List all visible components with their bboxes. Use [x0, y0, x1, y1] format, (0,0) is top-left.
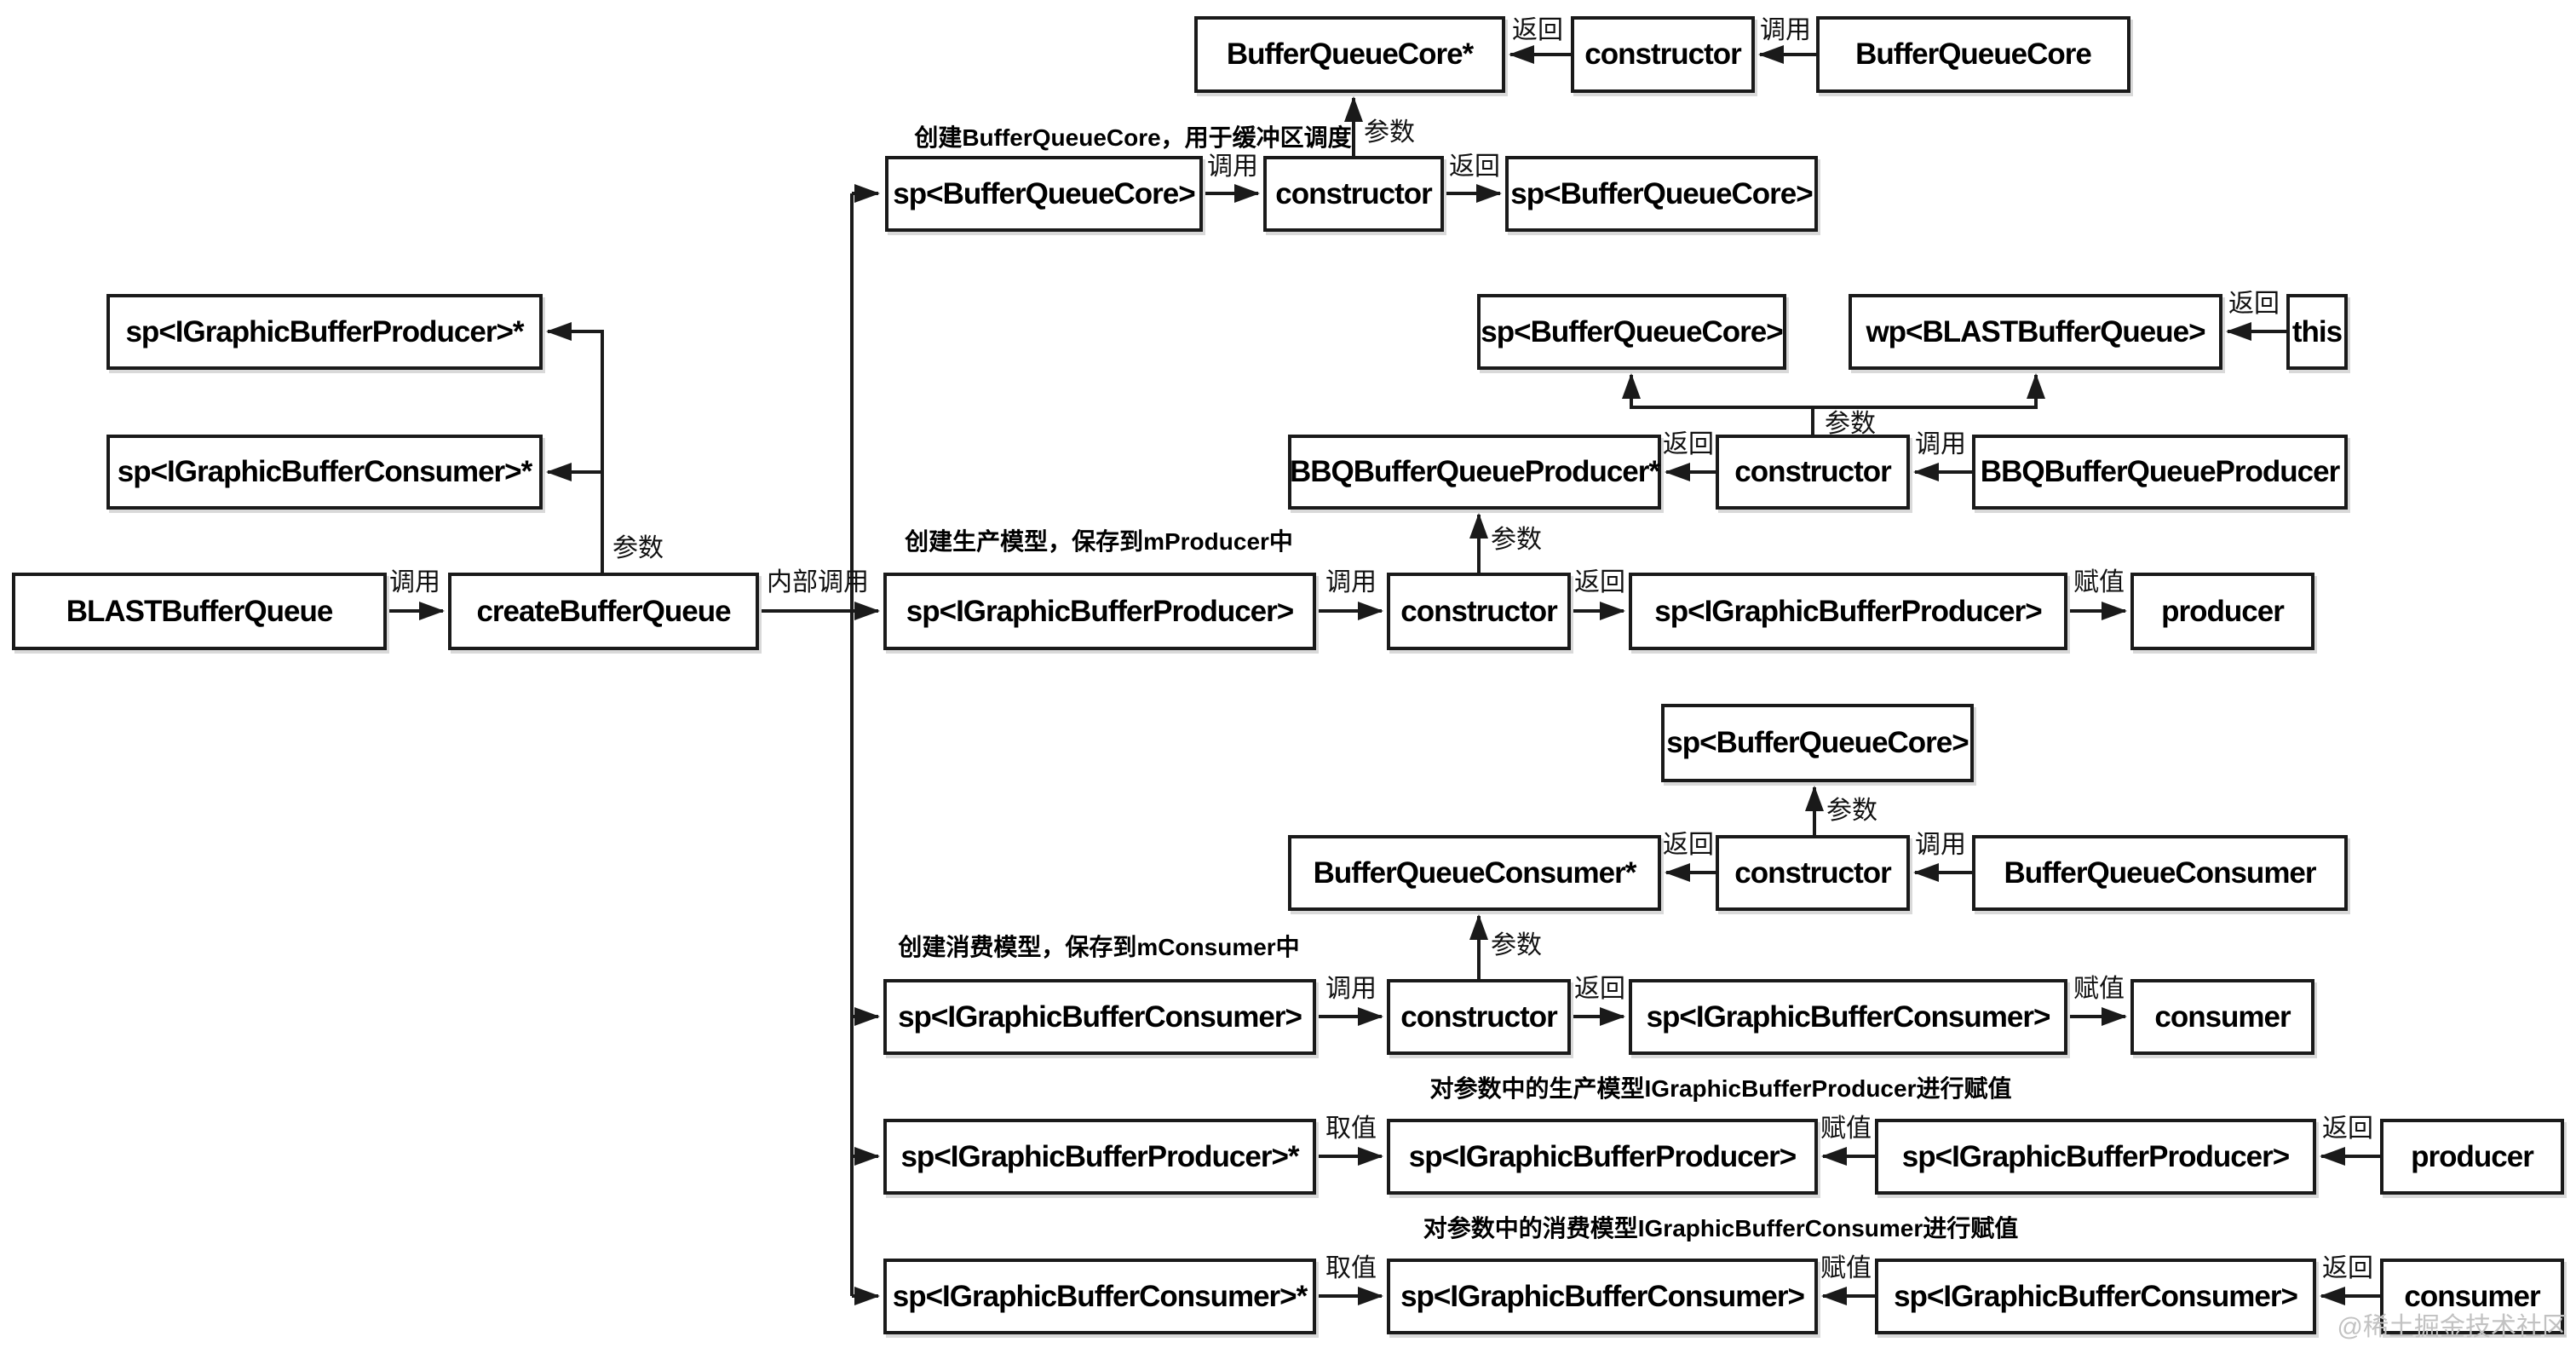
- edge-label-return: 返回: [1512, 16, 1563, 44]
- box-sp-igraphicbufferconsumer-j1: sp<IGraphicBufferConsumer>*: [883, 1259, 1316, 1334]
- edge-label-return: 返回: [1663, 430, 1714, 458]
- watermark: @稀土掘金技术社区: [2337, 1313, 2567, 1341]
- annotation-assign-producer: 对参数中的生产模型IGraphicBufferProducer进行赋值: [1429, 1075, 2012, 1102]
- box-sp-igraphicbufferproducer-e1: sp<IGraphicBufferProducer>: [883, 573, 1316, 650]
- edge-label-assign: 赋值: [1820, 1115, 1872, 1143]
- box-bufferqueueconsumer: BufferQueueConsumer: [1972, 835, 2348, 911]
- box-sp-igraphicbufferconsumer-h2: sp<IGraphicBufferConsumer>: [1629, 979, 2067, 1055]
- edge-label-call: 调用: [1915, 831, 1966, 859]
- edge-label-param: 参数: [1826, 797, 1877, 825]
- box-bufferqueueconsumer-star: BufferQueueConsumer*: [1288, 835, 1661, 911]
- annotation-assign-consumer: 对参数中的消费模型IGraphicBufferConsumer进行赋值: [1423, 1215, 2019, 1241]
- edge-label-call: 调用: [1325, 975, 1377, 1003]
- box-sp-igraphicbufferconsumer-j3: sp<IGraphicBufferConsumer>: [1875, 1259, 2316, 1334]
- box-sp-igraphicbufferconsumer-h1: sp<IGraphicBufferConsumer>: [883, 979, 1316, 1055]
- box-constructor-d: constructor: [1716, 435, 1910, 510]
- box-sp-igraphicbufferproducer-i3: sp<IGraphicBufferProducer>: [1875, 1119, 2316, 1195]
- box-this: this: [2286, 294, 2348, 370]
- edge-label-param: 参数: [1491, 526, 1542, 554]
- box-sp-bufferqueuecore-1: sp<BufferQueueCore>: [885, 156, 1203, 232]
- box-sp-bufferqueuecore-f: sp<BufferQueueCore>: [1661, 704, 1974, 782]
- edge-label-assign: 赋值: [2073, 568, 2125, 596]
- annotation-create-consumer: 创建消费模型，保存到mConsumer中: [898, 934, 1300, 960]
- box-bufferqueuecore: BufferQueueCore: [1816, 16, 2130, 93]
- edge-label-call: 调用: [389, 568, 440, 596]
- box-bufferqueuecore-star: BufferQueueCore*: [1194, 16, 1505, 93]
- box-sp-igraphicbufferproducer-i2: sp<IGraphicBufferProducer>: [1387, 1119, 1818, 1195]
- edge-label-assign: 赋值: [2073, 975, 2125, 1003]
- edge-label-return: 返回: [1574, 568, 1625, 596]
- edge-label-param: 参数: [1364, 118, 1415, 147]
- edge-label-param: 参数: [1825, 410, 1876, 438]
- box-sp-igraphicbufferproducer-e2: sp<IGraphicBufferProducer>: [1629, 573, 2067, 650]
- box-constructor-a: constructor: [1571, 16, 1755, 93]
- edge-label-call: 调用: [1207, 153, 1258, 181]
- box-producer-i: producer: [2380, 1119, 2564, 1195]
- box-producer-e: producer: [2130, 573, 2314, 650]
- box-sp-igraphicbufferconsumer-j2: sp<IGraphicBufferConsumer>: [1387, 1259, 1818, 1334]
- box-sp-bufferqueuecore-c: sp<BufferQueueCore>: [1477, 294, 1786, 370]
- box-sp-igraphicbufferproducer-i1: sp<IGraphicBufferProducer>*: [883, 1119, 1316, 1195]
- edge-label-return: 返回: [2322, 1115, 2373, 1143]
- box-sp-igraphicbufferconsumer-ptr: sp<IGraphicBufferConsumer>*: [106, 435, 543, 510]
- box-wp-blastbufferqueue: wp<BLASTBufferQueue>: [1849, 294, 2222, 370]
- edge-label-param: 参数: [1491, 931, 1542, 959]
- edge-label-call: 调用: [1325, 568, 1377, 596]
- box-sp-igraphicbufferproducer-ptr: sp<IGraphicBufferProducer>*: [106, 294, 543, 370]
- annotation-create-bufferqueuecore: 创建BufferQueueCore，用于缓冲区调度: [914, 124, 1352, 151]
- box-constructor-b: constructor: [1263, 156, 1444, 232]
- box-constructor-h: constructor: [1387, 979, 1571, 1055]
- edge-label-assign: 赋值: [1820, 1254, 1872, 1282]
- edge-label-get: 取值: [1325, 1254, 1377, 1282]
- edge-label-return: 返回: [1449, 153, 1500, 181]
- box-bbqbufferqueueproducer: BBQBufferQueueProducer: [1972, 435, 2348, 510]
- box-blastbufferqueue: BLASTBufferQueue: [12, 573, 387, 650]
- box-constructor-e: constructor: [1387, 573, 1571, 650]
- box-sp-bufferqueuecore-2: sp<BufferQueueCore>: [1505, 156, 1818, 232]
- box-constructor-g: constructor: [1716, 835, 1910, 911]
- annotation-create-producer: 创建生产模型，保存到mProducer中: [905, 528, 1293, 555]
- edge-label-param: 参数: [612, 534, 664, 562]
- edge-label-internal-call: 内部调用: [767, 568, 869, 596]
- edge-label-return: 返回: [2228, 290, 2280, 318]
- edge-label-return: 返回: [1663, 831, 1714, 859]
- edge-label-return: 返回: [2322, 1254, 2373, 1282]
- box-consumer-j: consumer: [2380, 1259, 2564, 1334]
- box-bbqbufferqueueproducer-star: BBQBufferQueueProducer*: [1288, 435, 1661, 510]
- edge-label-call: 调用: [1760, 16, 1811, 44]
- edge-label-get: 取值: [1325, 1115, 1377, 1143]
- edge-label-call: 调用: [1915, 430, 1966, 458]
- box-consumer-h: consumer: [2130, 979, 2314, 1055]
- box-createbufferqueue: createBufferQueue: [448, 573, 759, 650]
- edge-label-return: 返回: [1574, 975, 1625, 1003]
